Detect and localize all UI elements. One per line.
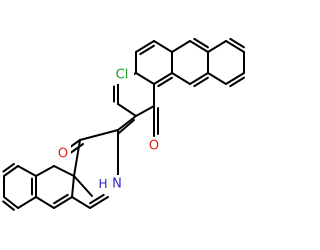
bond-nap-4 [35,196,55,209]
bond-nap-13 [89,196,109,209]
bond-nap-13-dbl-inner [89,193,105,205]
bond-nap-10 [3,196,19,209]
bond-ind-2 [73,139,81,177]
bond-nap-5 [53,196,73,209]
nitrogen-label: N [112,177,122,192]
bond-r-2-dbl-inner [193,37,209,49]
bond-r-5 [171,72,191,85]
bond-anth-2-dbl-inner [139,44,155,56]
atom-label-layer: Cl O O N H [55,66,162,193]
bond-nap-10-dbl-inner [2,200,15,211]
bond-r-10 [207,72,227,85]
bond-r-7-dbl-inner [229,37,245,49]
bond-r-7 [225,40,245,53]
bond-ring-c [135,105,155,117]
bond-ind-3 [73,175,93,197]
bond-ring-e [135,72,155,85]
bond-r-9-dbl-inner [229,76,245,88]
bond-anth-2 [135,40,155,53]
bond-nap-5-dbl-inner [53,193,69,205]
bond-nap-8-dbl-inner [2,162,15,173]
oxygen-label-upper: O [149,139,159,154]
bond-nap-12 [71,196,91,209]
oxygen-atom-lower: O [55,145,71,163]
bond-nap-11 [17,196,37,209]
bond-nap-2 [35,165,55,177]
molecule-structure: Cl O O N H [2,37,245,211]
chlorine-atom: Cl [110,66,134,84]
bond-anth-5 [153,72,173,85]
nitrogen-hydrogen-label: H [98,177,107,191]
bond-nap-1 [53,165,75,177]
bond-exo-1-dbl [118,119,135,134]
bond-anth-3 [153,40,173,53]
bond-nap-6 [71,175,75,198]
bond-exo-1 [117,115,137,131]
oxygen-label-lower: O [58,147,68,162]
bond-r-1 [171,40,191,53]
bond-anth-5-dbl-inner [157,76,173,88]
bond-co-lower-dbl [68,143,84,155]
oxygen-atom-upper: O [146,137,162,155]
bond-r-4 [189,72,209,85]
bond-r-6 [207,40,227,53]
bond-nap-8 [3,165,19,177]
bond-r-2 [189,40,209,53]
chlorine-label: Cl [116,68,129,83]
bond-r-4-dbl-inner [193,76,209,88]
bond-r-9 [225,72,245,85]
bond-ring-b [117,103,137,117]
nitrogen-atom: N H [96,175,125,193]
bond-ind-1 [79,129,119,141]
bond-nap-7 [17,165,37,177]
